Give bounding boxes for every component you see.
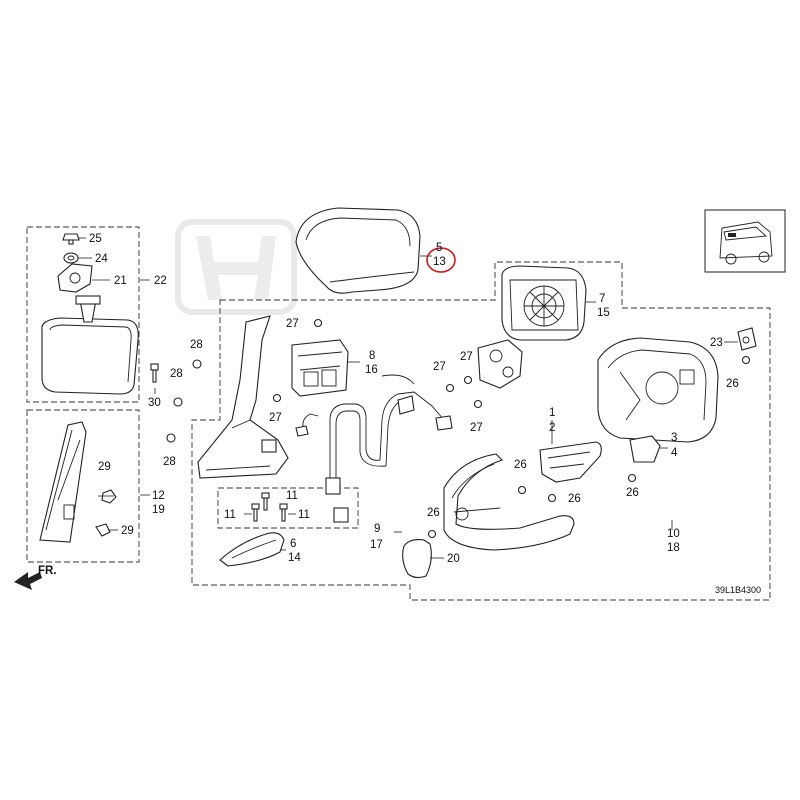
bracket-3-4 <box>629 435 661 463</box>
vehicle-thumbnail <box>704 209 786 273</box>
callout-27d: 27 <box>460 351 473 363</box>
callout-1: 1 <box>549 407 555 419</box>
callout-16: 16 <box>365 364 378 376</box>
callout-30: 30 <box>148 397 161 409</box>
callout-29b: 29 <box>121 525 134 537</box>
callout-13: 13 <box>433 256 446 268</box>
callout-20: 20 <box>447 553 460 565</box>
callout-26e: 26 <box>427 507 440 519</box>
cover-23-icon <box>737 327 757 351</box>
callout-7: 7 <box>599 293 605 305</box>
connector <box>333 507 349 523</box>
mirror-cap <box>295 207 421 294</box>
small-harness <box>295 413 319 437</box>
callout-4: 4 <box>671 447 678 459</box>
callout-19: 19 <box>152 504 165 516</box>
mirror-base <box>197 315 289 479</box>
callout-15: 15 <box>597 307 610 319</box>
brand-watermark <box>175 219 297 315</box>
callout-26a: 26 <box>726 378 739 390</box>
callout-2: 2 <box>549 422 555 434</box>
side-turn-signal <box>539 441 602 483</box>
callout-18: 18 <box>667 542 680 554</box>
callout-27e: 27 <box>470 422 483 434</box>
callout-26d: 26 <box>626 487 639 499</box>
callout-27c: 27 <box>433 361 446 373</box>
wire-harness <box>325 374 453 495</box>
glass-actuator <box>477 339 523 389</box>
callout-22: 22 <box>154 275 167 287</box>
power-retract-actuator <box>291 339 349 397</box>
callout-21: 21 <box>114 275 127 287</box>
callout-9: 9 <box>374 523 380 535</box>
callout-11c: 11 <box>298 509 310 521</box>
leader-lines <box>78 237 738 559</box>
rearview-mirror <box>41 295 139 395</box>
group-box-inner-mirror <box>26 226 140 403</box>
callout-26c: 26 <box>568 493 581 505</box>
callout-11b: 11 <box>224 509 236 521</box>
mirror-housing <box>597 337 719 443</box>
callout-17: 17 <box>370 539 383 551</box>
mirror-glass-holder <box>501 265 587 341</box>
nut-24-icon <box>63 252 79 264</box>
highlight-ring <box>426 247 456 273</box>
callout-28b: 28 <box>170 368 183 380</box>
under-cover <box>219 532 285 567</box>
callout-8: 8 <box>369 350 375 362</box>
callout-3: 3 <box>671 432 677 444</box>
mirror-visor <box>443 453 575 551</box>
front-arrow-label: FR. <box>38 565 57 577</box>
callout-24: 24 <box>95 253 108 265</box>
diagram-code: 39L1B4300 <box>715 585 761 595</box>
screw-26-icon <box>427 355 751 539</box>
callout-25: 25 <box>89 233 102 245</box>
callout-5: 5 <box>436 242 442 254</box>
screw-30-icon <box>150 363 159 383</box>
puddle-lamp <box>402 539 432 579</box>
callout-23: 23 <box>710 337 723 349</box>
pillar-garnish <box>39 421 87 543</box>
callout-28c: 28 <box>163 456 176 468</box>
callout-29a: 29 <box>98 461 111 473</box>
callout-26b: 26 <box>514 459 527 471</box>
clip-29-icon <box>95 489 117 537</box>
callout-14: 14 <box>288 552 301 564</box>
group-box-main-assembly <box>191 261 771 601</box>
callout-27a: 27 <box>286 318 299 330</box>
callout-10: 10 <box>667 528 680 540</box>
group-box-garnish <box>26 409 140 563</box>
callout-27b: 27 <box>269 412 282 424</box>
front-direction-arrow <box>14 572 42 590</box>
callout-28a: 28 <box>190 339 203 351</box>
screw-28-icon <box>166 359 202 443</box>
screw-25-icon <box>62 233 80 245</box>
mirror-cover-clip <box>57 263 93 293</box>
callout-6: 6 <box>290 538 296 550</box>
screw-11-icon <box>251 492 288 522</box>
callout-11a: 11 <box>286 490 298 502</box>
callout-12: 12 <box>152 490 165 502</box>
screw-27-icon <box>272 318 483 409</box>
